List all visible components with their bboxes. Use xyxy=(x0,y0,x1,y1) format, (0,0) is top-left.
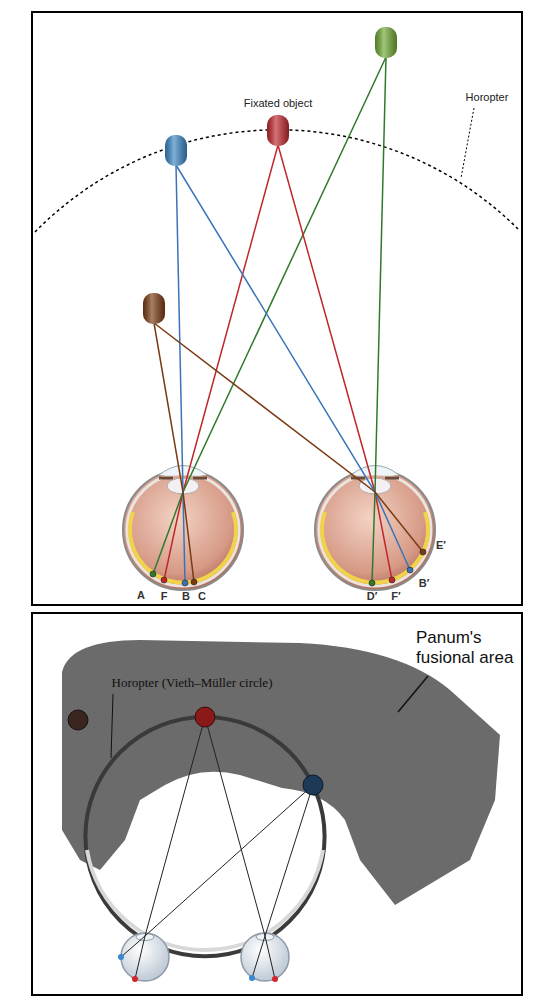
area-label: Panum's fusional area xyxy=(416,628,534,667)
retinal-point xyxy=(191,579,197,585)
object-capsule xyxy=(165,135,187,166)
light-ray xyxy=(205,717,275,979)
fusional-area xyxy=(62,640,500,905)
retina-point-label: C xyxy=(198,590,206,603)
object-dot xyxy=(195,707,215,727)
object-capsule xyxy=(267,115,289,146)
retina-point-label: B′ xyxy=(419,577,430,590)
object-capsule xyxy=(267,115,289,146)
object-dot xyxy=(68,707,323,795)
retinal-point xyxy=(272,976,278,982)
retinal-point xyxy=(407,567,413,573)
retinal-point xyxy=(161,577,167,583)
object-label: Fixated object xyxy=(244,97,312,110)
retinal-point xyxy=(389,577,395,583)
retinal-point xyxy=(150,571,156,577)
light-ray xyxy=(164,145,278,580)
light-ray xyxy=(135,717,205,979)
retinal-point xyxy=(118,954,278,982)
retina-point-label: D′ xyxy=(367,590,378,603)
object-capsule xyxy=(375,27,397,58)
object-capsule xyxy=(165,135,187,166)
retinal-point xyxy=(369,580,375,586)
vieth-muller-circle xyxy=(85,717,324,956)
light-ray xyxy=(176,165,185,583)
eye xyxy=(241,933,289,981)
retinal-point xyxy=(150,549,426,586)
retinal-point xyxy=(118,954,124,960)
retinal-point xyxy=(182,580,188,586)
leader-line xyxy=(398,676,428,712)
leader-line xyxy=(111,694,113,758)
retina-point-label: A xyxy=(137,589,145,602)
retinal-point xyxy=(249,975,255,981)
eye xyxy=(121,933,169,981)
leader-line xyxy=(461,108,474,178)
object-dot xyxy=(68,710,88,730)
object-capsule xyxy=(143,293,165,324)
panel-frame xyxy=(32,613,522,995)
object-capsule xyxy=(143,293,165,324)
horopter-label: Horopter xyxy=(466,91,509,104)
light-ray xyxy=(121,717,313,979)
light-ray xyxy=(252,785,313,978)
object-capsule xyxy=(375,27,397,58)
light-ray xyxy=(153,57,386,574)
retinal-point xyxy=(132,976,138,982)
retina-point-label: B xyxy=(182,590,190,603)
panel-frame xyxy=(32,12,522,605)
object-dot xyxy=(303,775,323,795)
retina-point-label: F′ xyxy=(391,590,400,603)
light-ray xyxy=(154,323,423,552)
light-ray xyxy=(153,57,423,583)
retina-point-label: E′ xyxy=(436,539,446,552)
light-ray xyxy=(154,323,194,582)
light-ray xyxy=(121,785,313,957)
object-capsule xyxy=(143,27,397,324)
retina-point-label: F xyxy=(161,590,168,603)
retinal-point xyxy=(420,549,426,555)
horopter-label: Horopter (Vieth–Müller circle) xyxy=(112,676,273,691)
